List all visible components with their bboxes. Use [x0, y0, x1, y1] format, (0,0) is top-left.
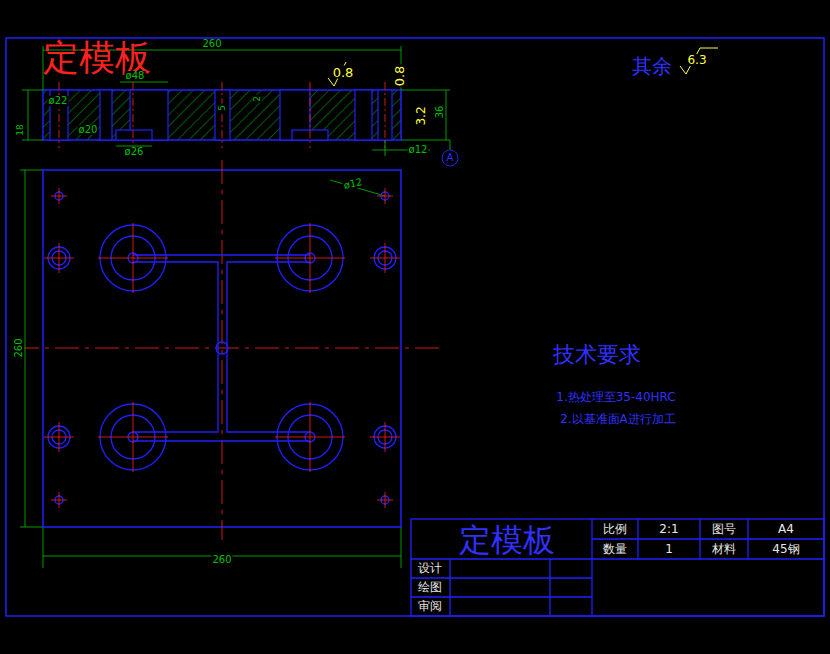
- dimension: ø48: [125, 71, 146, 81]
- table-cell: 绘图: [417, 581, 443, 593]
- table-cell: 图号: [711, 523, 737, 535]
- roughness-value: 0.8: [393, 65, 406, 88]
- dimension: 260: [211, 555, 232, 565]
- table-cell: 材料: [711, 543, 737, 555]
- dimension: ø22: [48, 96, 69, 106]
- roughness-value: 6.3: [686, 54, 707, 66]
- roughness-value: 3.2: [415, 105, 427, 126]
- table-cell: 审阅: [417, 600, 443, 612]
- plan-view: [15, 160, 440, 540]
- dimension: 260: [201, 39, 222, 49]
- notes-heading: 技术要求: [552, 344, 642, 366]
- table-cell: 比例: [602, 523, 628, 535]
- dimension: 18: [16, 123, 25, 136]
- title-block: [411, 519, 824, 616]
- table-cell: 数量: [602, 543, 628, 555]
- roughness-symbols: [328, 48, 718, 86]
- table-cell: 设计: [417, 562, 443, 574]
- table-cell: 2:1: [658, 523, 679, 535]
- dimension: 5: [218, 104, 227, 112]
- dimension-lines: [20, 46, 450, 568]
- note: 其余: [631, 56, 673, 76]
- table-cell: 45钢: [771, 543, 800, 555]
- note: 2.以基准面A进行加工: [559, 413, 677, 425]
- dimension: ø20: [78, 125, 99, 135]
- table-cell: A4: [777, 523, 795, 535]
- part-name: 定模板: [458, 524, 556, 556]
- dimension: 2: [253, 95, 262, 103]
- datum-letter: A: [446, 153, 455, 163]
- dimension: ø12: [408, 145, 429, 155]
- frame: [6, 38, 824, 616]
- datum-circle: [442, 150, 458, 166]
- note: 1.热处理至35-40HRC: [555, 391, 676, 403]
- dimension: 260: [14, 337, 24, 358]
- section-view: [43, 82, 401, 148]
- dimension: 36: [435, 105, 445, 120]
- dimension: ø26: [124, 147, 145, 157]
- roughness-value: 0.8: [332, 66, 355, 79]
- table-cell: 1: [664, 543, 674, 555]
